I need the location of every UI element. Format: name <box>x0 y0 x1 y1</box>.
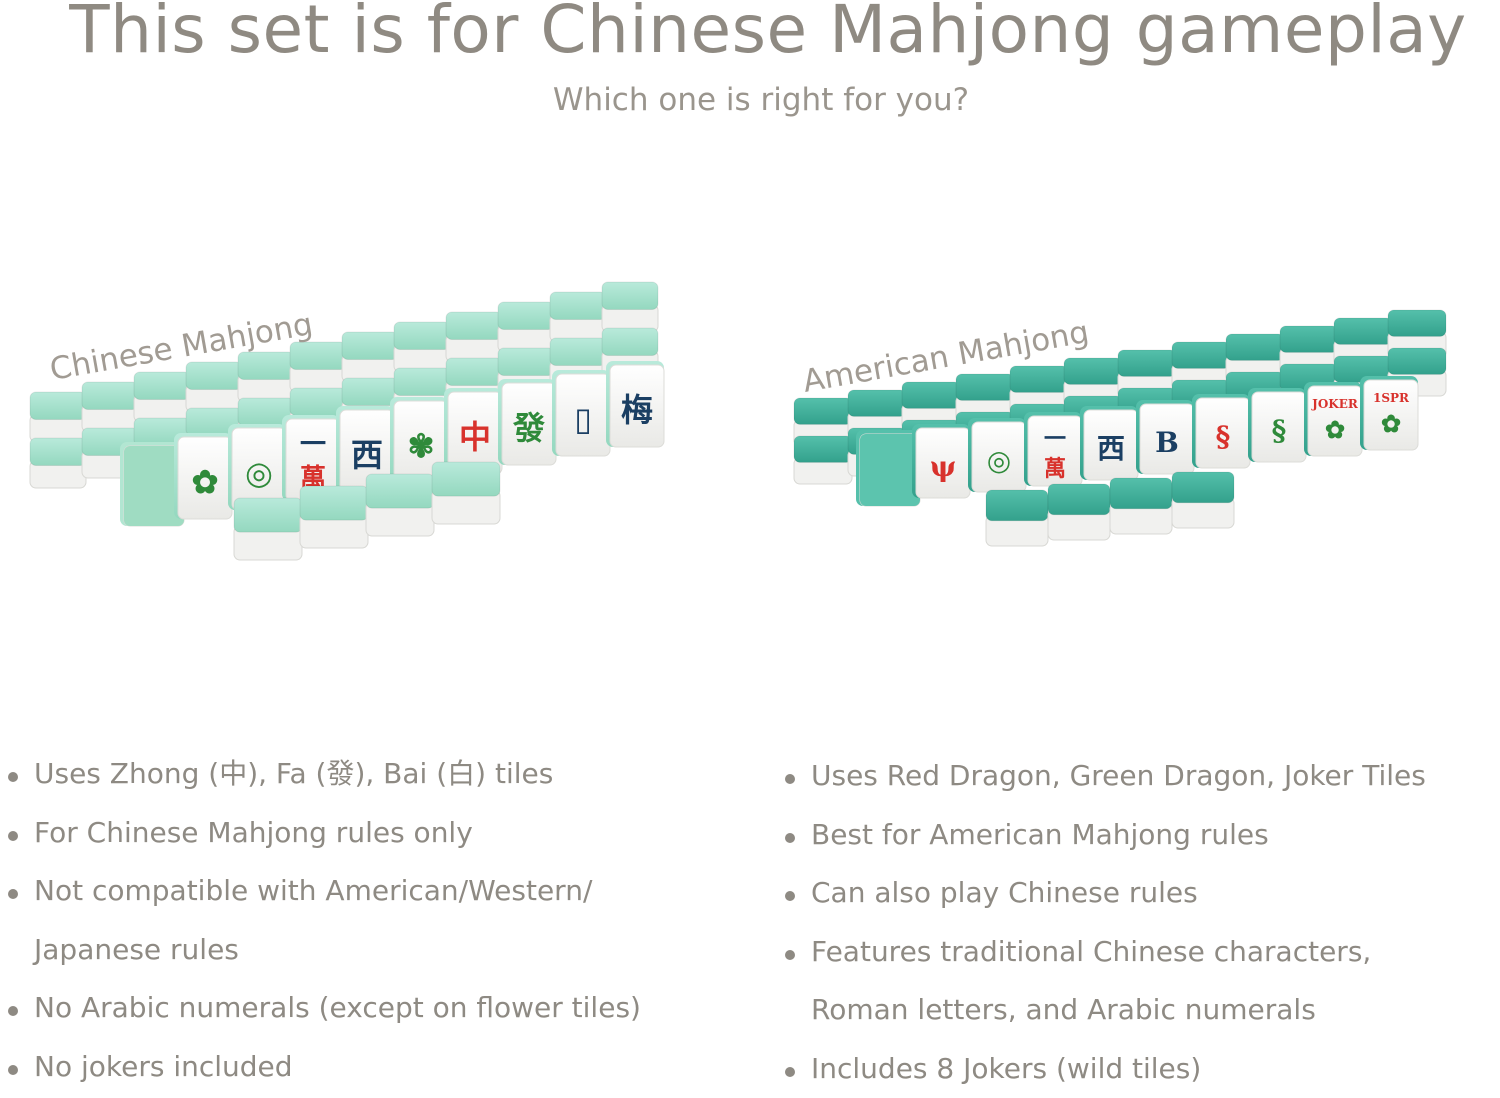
tile-glyph: § <box>1272 414 1287 447</box>
tile-glyph: 西 <box>1097 432 1125 465</box>
list-item: Best for American Mahjong rules <box>785 806 1426 865</box>
tile-back <box>1172 472 1234 528</box>
bullet-icon <box>785 950 795 960</box>
tile-glyph: ◎ <box>245 454 273 492</box>
list-item: Includes 8 Jokers (wild tiles) <box>785 1040 1426 1098</box>
bullet-icon <box>785 891 795 901</box>
tile-glyph: 梅 <box>621 391 653 429</box>
tile-back <box>446 312 502 362</box>
tile-glyph: 萬 <box>1044 456 1066 482</box>
bullet-icon <box>8 772 18 782</box>
bullet-icon <box>8 1006 18 1016</box>
tile-glyph: § <box>1216 420 1231 453</box>
tile-glyph: 一 <box>300 430 326 460</box>
bullet-icon <box>8 1065 18 1075</box>
list-item: For Chinese Mahjong rules only <box>8 804 641 863</box>
tile-back <box>1048 484 1110 540</box>
tile-back <box>30 438 86 488</box>
tile-back <box>394 322 450 372</box>
tile-back <box>366 474 434 536</box>
tile-glyph: JOKER <box>1311 397 1359 411</box>
tile-glyph: 一 <box>1044 426 1066 452</box>
tile-glyph: 1SPR <box>1373 391 1410 405</box>
tile-glyph: ✿ <box>192 463 219 501</box>
bullet-icon <box>785 1067 795 1077</box>
tile-glyph: ψ <box>930 450 956 483</box>
tile-back <box>1110 478 1172 534</box>
tile-back <box>82 382 138 432</box>
tile-glyph: ✿ <box>1325 415 1345 444</box>
list-item-continuation: Roman letters, and Arabic numerals <box>785 981 1426 1040</box>
tile-back <box>234 498 302 560</box>
tile-glyph: B <box>1155 426 1179 459</box>
tile-glyph: 中 <box>459 418 491 456</box>
list-item: Not compatible with American/Western/ <box>8 862 641 921</box>
chinese-set: ✿◎一萬西✾中發▯梅 <box>30 282 664 560</box>
tile-back <box>186 362 242 412</box>
bullet-icon <box>8 831 18 841</box>
tile-back <box>300 486 368 548</box>
list-item: Features traditional Chinese characters, <box>785 923 1426 982</box>
tile-back <box>290 342 346 392</box>
tile-glyph: 西 <box>351 436 383 474</box>
tile-back <box>342 332 398 382</box>
bullet-icon <box>785 774 795 784</box>
bullet-icon <box>8 889 18 899</box>
tile-back <box>134 372 190 422</box>
tile-glyph: ✾ <box>408 427 435 465</box>
list-item: No Arabic numerals (except on flower til… <box>8 979 641 1038</box>
tile-back <box>602 282 658 332</box>
tile-glyph: 發 <box>512 409 545 447</box>
tile-back <box>498 302 554 352</box>
list-item: Uses Red Dragon, Green Dragon, Joker Til… <box>785 747 1426 806</box>
list-item-continuation: Japanese rules <box>8 921 641 980</box>
tile-back <box>550 292 606 342</box>
tile-back <box>794 436 852 484</box>
list-item: Uses Zhong (中), Fa (發), Bai (白) tiles <box>8 745 641 804</box>
tile-back <box>432 462 500 524</box>
tile-back <box>986 490 1048 546</box>
american-features-list: Uses Red Dragon, Green Dragon, Joker Til… <box>785 747 1426 1098</box>
list-item: Can also play Chinese rules <box>785 864 1426 923</box>
bullet-icon <box>785 833 795 843</box>
chinese-features-list: Uses Zhong (中), Fa (發), Bai (白) tiles Fo… <box>8 745 641 1096</box>
tile-back <box>30 392 86 442</box>
tile-glyph: ▯ <box>574 400 592 438</box>
tile-glyph: ◎ <box>987 444 1011 477</box>
tile-back <box>238 352 294 402</box>
tile-glyph: ✿ <box>1381 409 1401 438</box>
list-item: No jokers included <box>8 1038 641 1097</box>
